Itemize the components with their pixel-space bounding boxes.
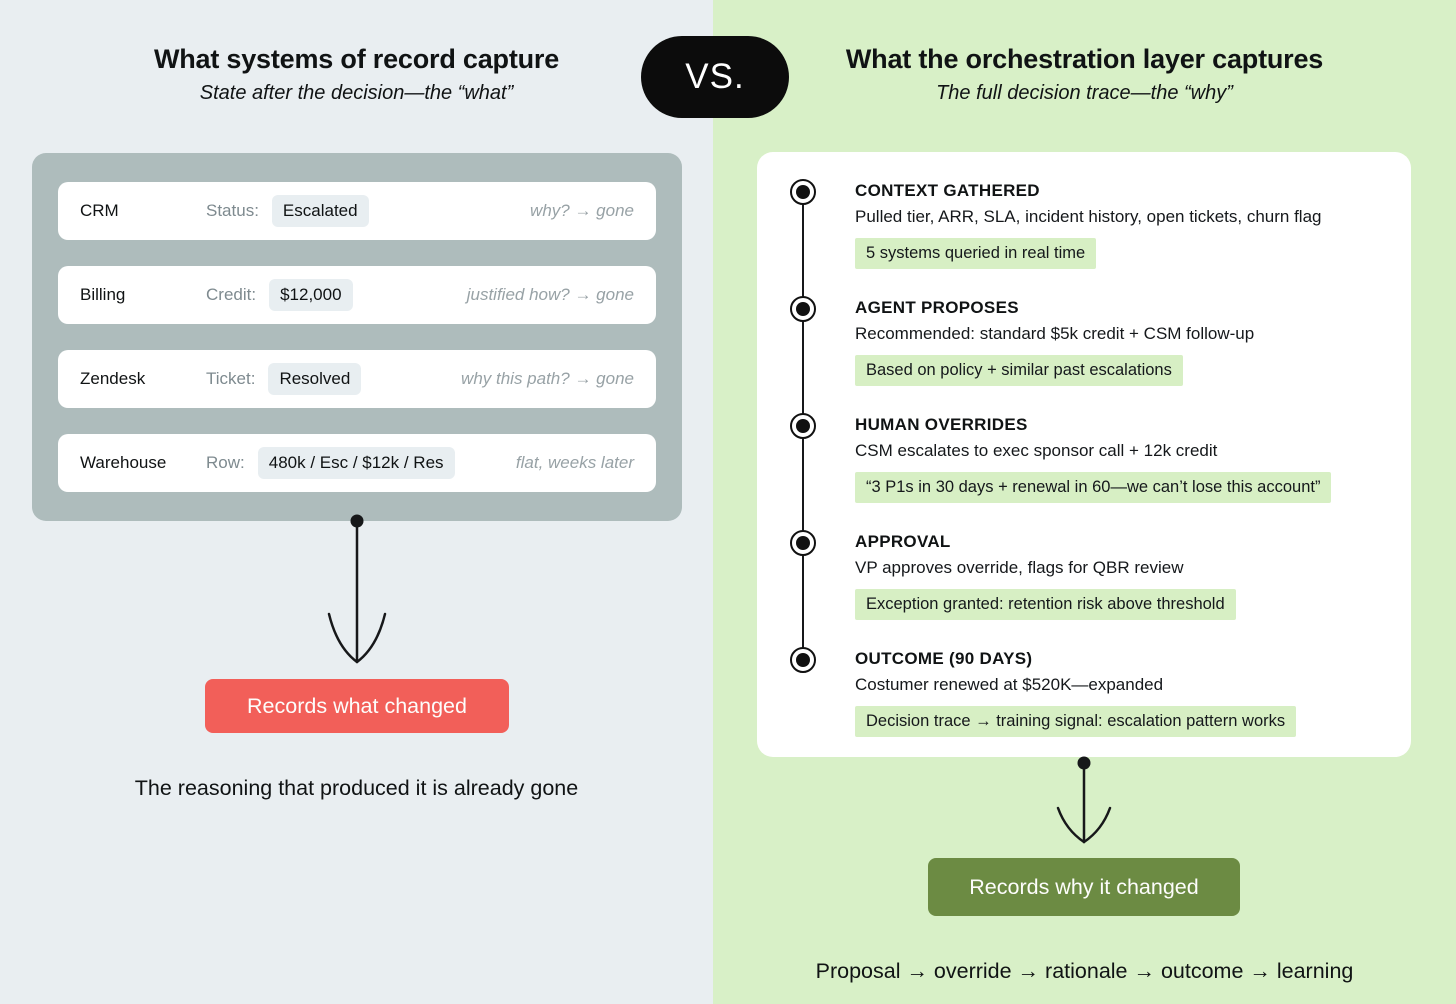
down-arrow-icon (1056, 756, 1112, 844)
step-title: CONTEXT GATHERED (855, 181, 1040, 200)
timeline-node-dot (796, 653, 810, 667)
step-desc: Recommended: standard $5k credit + CSM f… (855, 324, 1255, 343)
step-title: HUMAN OVERRIDES (855, 415, 1028, 434)
value-chip: $12,000 (269, 279, 353, 311)
timeline-node-dot (796, 185, 810, 199)
field-label: Ticket: (206, 369, 256, 388)
vs-badge: VS. (641, 36, 789, 118)
timeline-step-approval: APPROVAL VP approves override, flags for… (855, 531, 1400, 620)
timeline-node-icon (790, 647, 816, 673)
lost-note: flat, weeks later (515, 453, 634, 472)
timeline-node-dot (796, 302, 810, 316)
timeline-node-icon (790, 413, 816, 439)
field-label: Status: (206, 201, 259, 220)
step-desc: Costumer renewed at $520K—expanded (855, 675, 1164, 694)
right-caption: Proposal → override → rationale → outcom… (815, 958, 1354, 983)
system-row-crm: CRM Status: Escalated why? → gone (58, 182, 656, 240)
system-row-zendesk: Zendesk Ticket: Resolved why this path? … (58, 350, 656, 408)
timeline-step-outcome: OUTCOME (90 DAYS) Costumer renewed at $5… (855, 648, 1400, 737)
timeline-step-overrides: HUMAN OVERRIDES CSM escalates to exec sp… (855, 414, 1400, 503)
value-chip: Resolved (268, 363, 362, 395)
step-badge: Exception granted: retention risk above … (855, 589, 1236, 620)
field-label: Credit: (206, 285, 257, 304)
system-name: CRM (80, 201, 119, 220)
system-name: Billing (80, 285, 126, 304)
step-badge: Based on policy + similar past escalatio… (855, 355, 1183, 386)
field-label: Row: (206, 453, 245, 472)
timeline-node-icon (790, 179, 816, 205)
timeline-node-dot (796, 419, 810, 433)
left-caption: The reasoning that produced it is alread… (134, 775, 579, 800)
system-name: Zendesk (80, 369, 146, 388)
decision-trace-card: CONTEXT GATHERED Pulled tier, ARR, SLA, … (757, 152, 1411, 757)
left-header: What systems of record capture State aft… (0, 44, 713, 105)
timeline-node-icon (790, 296, 816, 322)
right-title: What the orchestration layer captures (845, 44, 1324, 74)
right-header: What the orchestration layer captures Th… (713, 44, 1456, 105)
right-panel: What the orchestration layer captures Th… (713, 0, 1456, 1004)
system-row-billing: Billing Credit: $12,000 justified how? →… (58, 266, 656, 324)
timeline-node-icon (790, 530, 816, 556)
right-subtitle: The full decision trace—the “why” (936, 82, 1233, 104)
systems-of-record-card: CRM Status: Escalated why? → gone Billin… (32, 153, 682, 521)
step-desc: VP approves override, flags for QBR revi… (855, 558, 1184, 577)
left-panel: What systems of record capture State aft… (0, 0, 713, 1004)
lost-note: why this path? → gone (461, 369, 634, 388)
left-subtitle: State after the decision—the “what” (199, 82, 514, 104)
step-badge: “3 P1s in 30 days + renewal in 60—we can… (855, 472, 1332, 503)
records-what-changed-button[interactable]: Records what changed (205, 679, 509, 733)
step-badge: Decision trace → training signal: escala… (855, 706, 1297, 737)
down-arrow-icon (327, 514, 387, 664)
step-title: APPROVAL (855, 532, 951, 551)
step-title: OUTCOME (90 DAYS) (855, 649, 1033, 668)
value-chip: Escalated (271, 195, 369, 227)
step-badge: 5 systems queried in real time (855, 238, 1097, 269)
system-row-warehouse: Warehouse Row: 480k / Esc / $12k / Res f… (58, 434, 656, 492)
lost-note: why? → gone (530, 201, 634, 220)
lost-note: justified how? → gone (466, 285, 634, 304)
left-title: What systems of record capture (153, 44, 560, 74)
step-desc: Pulled tier, ARR, SLA, incident history,… (855, 207, 1322, 226)
value-chip: 480k / Esc / $12k / Res (257, 447, 455, 479)
timeline-node-dot (796, 536, 810, 550)
step-title: AGENT PROPOSES (855, 298, 1019, 317)
system-name: Warehouse (80, 453, 167, 472)
timeline-step-context: CONTEXT GATHERED Pulled tier, ARR, SLA, … (855, 180, 1400, 269)
records-why-changed-button[interactable]: Records why it changed (928, 858, 1240, 916)
timeline-step-proposes: AGENT PROPOSES Recommended: standard $5k… (855, 297, 1400, 386)
step-desc: CSM escalates to exec sponsor call + 12k… (855, 441, 1218, 460)
